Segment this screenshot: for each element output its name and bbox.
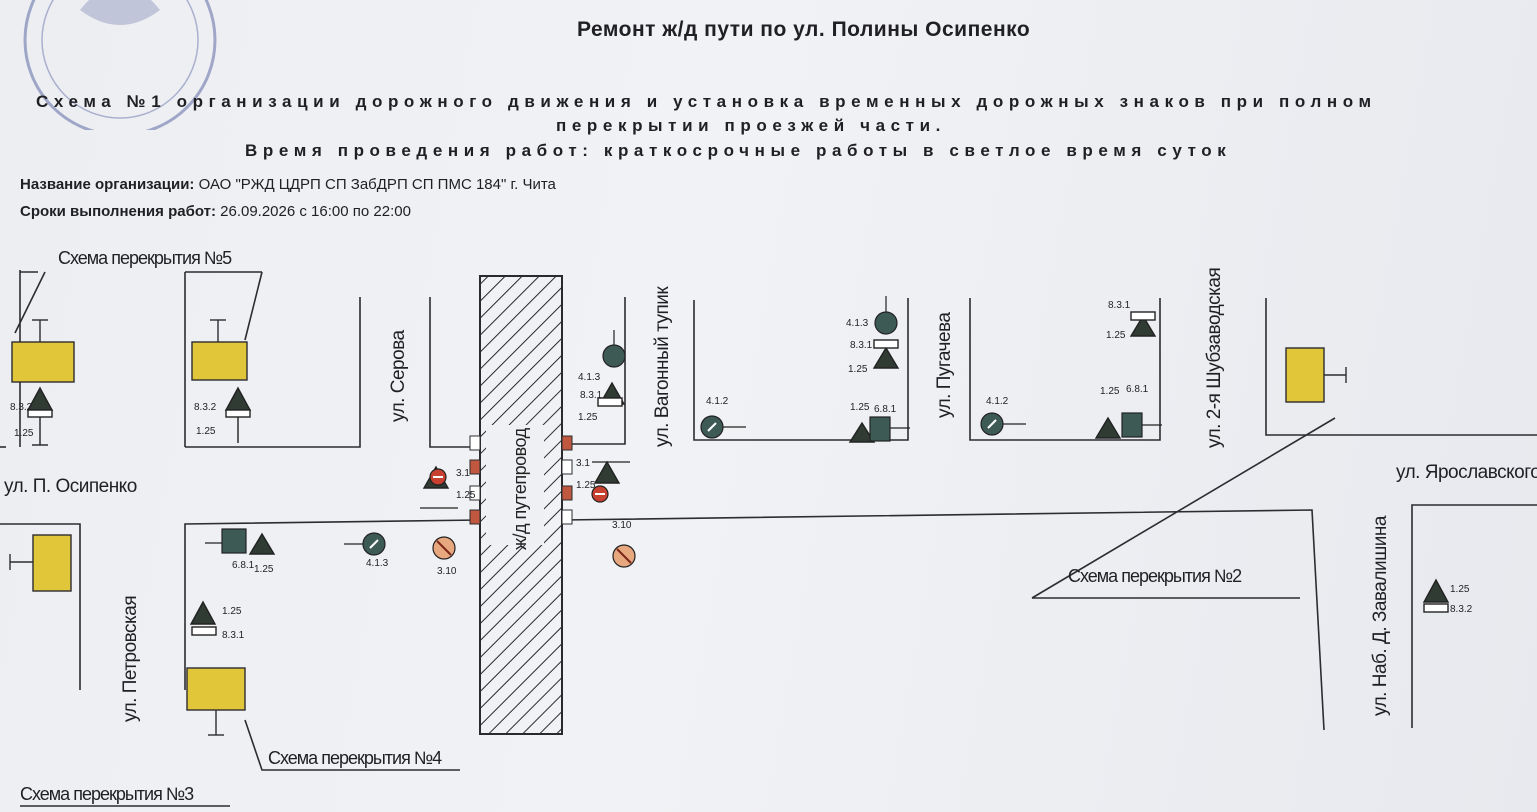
road-edge-vagonny bbox=[562, 297, 626, 445]
sign-code-681-a: 6.8.1 bbox=[232, 560, 255, 571]
barrier-c5-right bbox=[191, 341, 248, 381]
street-serova: ул. Серова bbox=[388, 330, 409, 422]
warning-1-25-i bbox=[1129, 314, 1157, 337]
dead-end-signs bbox=[205, 412, 1162, 554]
dates-value: 26.09.2026 с 16:00 по 22:00 bbox=[220, 203, 411, 220]
org-line: Название организации: ОАО "РЖД ЦДРП СП З… bbox=[20, 176, 556, 193]
road-edge-pugacheva-r bbox=[969, 298, 1161, 441]
sign-code-412-a: 4.1.2 bbox=[706, 396, 729, 407]
sign-code-412-b: 4.1.2 bbox=[986, 396, 1009, 407]
sign-code-413-b: 4.1.3 bbox=[578, 372, 601, 383]
sign-code-832-c: 8.3.2 bbox=[1450, 604, 1473, 615]
scheme-title-line3: Время проведения работ: краткосрочные ра… bbox=[245, 141, 1232, 160]
sign-code-832-b: 8.3.2 bbox=[194, 402, 217, 413]
street-yaroslavskogo: ул. Ярославского bbox=[1396, 462, 1537, 483]
warning-signs bbox=[26, 314, 1450, 625]
road-edge-petrovskaya bbox=[184, 519, 481, 690]
direction-signs bbox=[344, 296, 1026, 556]
road-edge-serova bbox=[429, 297, 480, 448]
sign-code-125-a: 1.25 bbox=[14, 428, 34, 439]
overpass-barriers bbox=[469, 435, 573, 525]
warning-1-25-k bbox=[189, 600, 217, 625]
sign-code-831-b: 8.3.1 bbox=[580, 390, 603, 401]
street-osipenko: ул. П. Осипенко bbox=[4, 476, 137, 497]
scheme-title-line1: Схема №1 организации дорожного движения … bbox=[36, 92, 1377, 111]
org-label: Название организации: bbox=[20, 176, 195, 193]
sign-code-125-d: 1.25 bbox=[222, 606, 242, 617]
warning-1-25-f bbox=[848, 421, 876, 443]
road-edge-shub bbox=[1265, 298, 1537, 436]
dates-label: Сроки выполнения работ: bbox=[20, 203, 216, 220]
sign-code-125-f: 1.25 bbox=[576, 480, 596, 491]
sign-code-831-d: 8.3.1 bbox=[1108, 300, 1131, 311]
sign-code-832-a: 8.3.2 bbox=[10, 402, 33, 413]
road-edge-block2 bbox=[185, 297, 361, 448]
barrier-c5-left bbox=[11, 341, 75, 383]
warning-1-25-d bbox=[593, 460, 621, 484]
road-edge-bottom-right bbox=[561, 509, 1325, 731]
barrier-c4 bbox=[186, 667, 246, 711]
closure-label-2: Схема перекрытия №2 bbox=[1068, 566, 1242, 586]
barrier-c3 bbox=[32, 534, 72, 592]
sign-code-125-g: 1.25 bbox=[578, 412, 598, 423]
warning-1-25-b bbox=[224, 386, 252, 411]
warning-1-25-j bbox=[248, 532, 276, 555]
closure-label-4: Схема перекрытия №4 bbox=[268, 748, 442, 768]
sign-code-831-a: 8.3.1 bbox=[222, 630, 245, 641]
org-value: ОАО "РЖД ЦДРП СП ЗабДРП СП ПМС 184" г. Ч… bbox=[198, 176, 556, 193]
closure-label-3: Схема перекрытия №3 bbox=[20, 784, 194, 804]
sign-code-125-i: 1.25 bbox=[850, 402, 870, 413]
sign-code-125-b: 1.25 bbox=[196, 426, 216, 437]
street-zavalishina: ул. Наб. Д. Завалишина bbox=[1370, 516, 1391, 716]
sign-code-831-c: 8.3.1 bbox=[850, 340, 873, 351]
sign-code-413-a: 4.1.3 bbox=[366, 558, 389, 569]
warning-1-25-h bbox=[1094, 416, 1122, 439]
barrier-blocks bbox=[9, 319, 1347, 736]
closure-label-5: Схема перекрытия №5 bbox=[58, 248, 232, 268]
dates-line: Сроки выполнения работ: 26.09.2026 с 16:… bbox=[20, 203, 411, 220]
sign-code-310-a: 3.10 bbox=[437, 566, 457, 577]
sign-code-125-j: 1.25 bbox=[1100, 386, 1120, 397]
sign-code-31-a: 3.1 bbox=[456, 468, 470, 479]
prohibition-signs bbox=[420, 461, 636, 568]
street-overpass: ж/д путепровод bbox=[510, 428, 530, 550]
street-pugacheva: ул. Пугачева bbox=[934, 312, 955, 418]
sign-code-310-b: 3.10 bbox=[612, 520, 632, 531]
info-plates bbox=[27, 311, 1449, 636]
street-shubzavodskaya: ул. 2-я Шубзаводская bbox=[1204, 267, 1225, 448]
sign-code-413-c: 4.1.3 bbox=[846, 318, 869, 329]
road-edge-zavalishina bbox=[1411, 504, 1537, 728]
sign-code-681-b: 6.8.1 bbox=[874, 404, 897, 415]
road-edge-pugacheva-l bbox=[693, 298, 909, 441]
sign-code-31-b: 3.1 bbox=[576, 458, 590, 469]
scheme-title-line2: перекрытии проезжей части. bbox=[556, 116, 946, 135]
page-title: Ремонт ж/д пути по ул. Полины Осипенко bbox=[577, 18, 1031, 41]
road-edge-osipenko-bottom bbox=[0, 523, 81, 690]
sign-code-125-l: 1.25 bbox=[1450, 584, 1470, 595]
warning-1-25-g bbox=[872, 346, 900, 369]
sign-code-125-c: 1.25 bbox=[254, 564, 274, 575]
street-vagonny: ул. Вагонный тупик bbox=[652, 286, 673, 447]
sign-code-125-e: 1.25 bbox=[456, 490, 476, 501]
sign-code-125-h: 1.25 bbox=[848, 364, 868, 375]
seal-stamp bbox=[23, 0, 217, 130]
warning-1-25-l bbox=[1422, 578, 1450, 603]
barrier-c2 bbox=[1285, 347, 1325, 403]
sign-code-681-c: 6.8.1 bbox=[1126, 384, 1149, 395]
street-petrovskaya: ул. Петровская bbox=[120, 595, 141, 722]
sign-code-125-k: 1.25 bbox=[1106, 330, 1126, 341]
